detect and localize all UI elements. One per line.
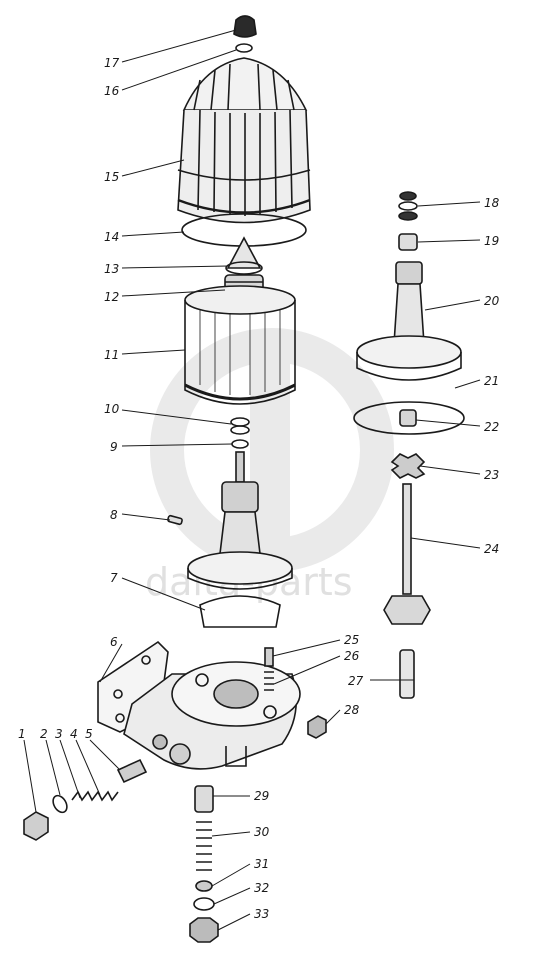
part-7-gasket [199,595,281,628]
label-19: 19 [484,234,499,248]
part-2-washer [52,794,68,814]
label-17: 17 [104,56,120,70]
part-labels: 17 16 15 14 13 12 11 10 9 8 7 6 18 19 20… [18,56,500,921]
part-31-ball [195,880,213,892]
part-9-washer [231,439,249,449]
label-4: 4 [70,727,78,741]
parts-drawing [23,15,465,943]
label-6: 6 [110,635,118,649]
part-28-plug [307,715,327,739]
part-22-sleeve [399,409,417,427]
part-4-plunger [116,758,148,784]
label-9: 9 [110,440,118,454]
part-13-cone [225,236,263,275]
label-26: 26 [344,649,360,663]
part-33-plug [189,917,219,943]
label-14: 14 [104,230,119,244]
label-33: 33 [254,907,269,921]
label-22: 22 [484,420,499,434]
label-12: 12 [104,290,119,304]
part-32-washer [193,897,215,911]
part-23-star-washer [390,453,426,479]
part-3-spring [71,790,119,802]
center-rod [235,451,245,483]
label-30: 30 [254,825,270,839]
label-25: 25 [344,633,359,647]
label-32: 32 [254,881,269,895]
label-28: 28 [344,703,360,717]
part-19-bushing [398,233,418,251]
label-27: 27 [348,674,364,688]
part-26-spring [264,671,274,691]
label-20: 20 [484,294,500,308]
part-17-cap-nut [233,15,257,38]
label-15: 15 [104,170,119,184]
label-5: 5 [85,727,93,741]
part-21-seal-ring [353,401,465,435]
label-2: 2 [40,727,48,741]
label-23: 23 [484,468,499,482]
watermark-logo [150,328,394,572]
label-24: 24 [484,542,499,556]
part-15-filter-cap [177,57,311,224]
part-1-bolt [23,811,49,841]
part-18-nuts [398,191,418,221]
rotor-upper [187,481,293,590]
leader-lines [23,29,481,931]
label-21: 21 [484,374,499,388]
label-11: 11 [104,348,119,362]
part-27-pin [399,649,415,699]
part-11-filter-element [184,285,296,405]
label-16: 16 [104,84,120,98]
part-8-pin [167,514,183,526]
label-3: 3 [55,727,63,741]
label-7: 7 [110,571,118,585]
part-29-sleeve [194,785,214,813]
part-10-washer [230,417,250,435]
label-8: 8 [110,508,118,522]
label-29: 29 [254,789,269,803]
label-31: 31 [254,857,269,871]
label-1: 1 [18,727,26,741]
part-25-screw [264,647,274,667]
label-18: 18 [484,196,500,210]
label-13: 13 [104,262,119,276]
part-20-rotor [356,261,462,381]
label-10: 10 [104,402,120,416]
part-24-shaft [383,483,431,625]
part-30-spring [196,821,212,871]
